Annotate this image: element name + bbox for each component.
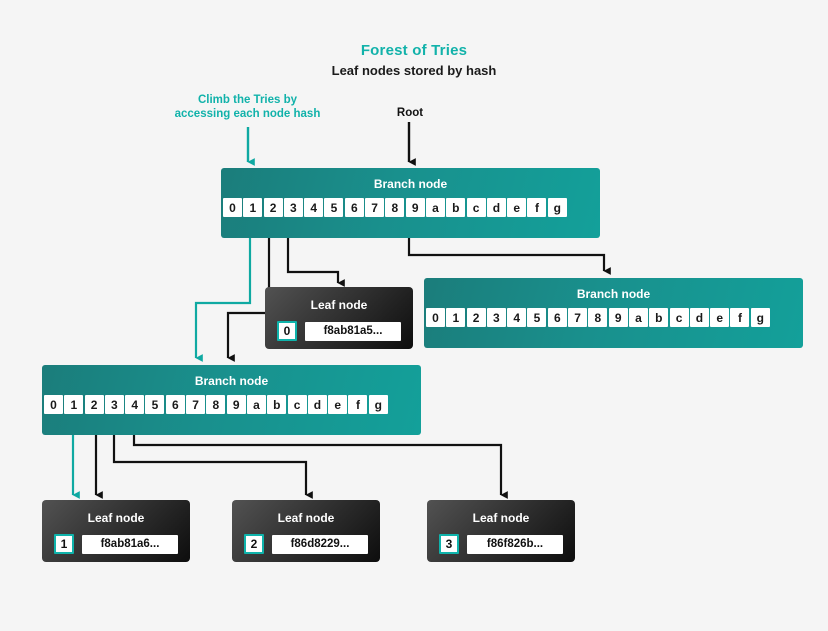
nibble-cell-c[interactable]: c: [466, 198, 486, 217]
nibble-cell-g[interactable]: g: [750, 308, 770, 327]
leaf-node-one-hash[interactable]: f8ab81a6...: [82, 534, 178, 554]
branch-node-left-title: Branch node: [194, 374, 269, 388]
nibble-cell-9[interactable]: 9: [405, 198, 425, 217]
branch-node-right-title: Branch node: [576, 287, 651, 301]
branch-node-left-cells: 0 1 2 3 4 5 6 7 8 9 a b c d e f g: [42, 395, 421, 414]
nibble-cell-8[interactable]: 8: [206, 395, 226, 414]
leaf-node-three[interactable]: Leaf node 3 f86f826b...: [427, 500, 575, 562]
nibble-cell-4[interactable]: 4: [507, 308, 527, 327]
leaf-node-two-row: 2 f86d8229...: [232, 534, 380, 554]
nibble-cell-3[interactable]: 3: [283, 198, 303, 217]
leaf-node-two-hash[interactable]: f86d8229...: [272, 534, 368, 554]
leaf-node-two[interactable]: Leaf node 2 f86d8229...: [232, 500, 380, 562]
nibble-cell-g[interactable]: g: [547, 198, 567, 217]
leaf-node-one-title: Leaf node: [87, 511, 145, 525]
nibble-cell-a[interactable]: a: [425, 198, 445, 217]
nibble-cell-e[interactable]: e: [507, 198, 527, 217]
nibble-cell-2[interactable]: 2: [84, 395, 104, 414]
nibble-cell-e[interactable]: e: [710, 308, 730, 327]
annotation-climb-the-tries: Climb the Tries by accessing each node h…: [150, 93, 345, 121]
leaf-node-one-row: 1 f8ab81a6...: [42, 534, 190, 554]
nibble-cell-1[interactable]: 1: [446, 308, 466, 327]
leaf-node-one[interactable]: Leaf node 1 f8ab81a6...: [42, 500, 190, 562]
nibble-cell-2[interactable]: 2: [263, 198, 283, 217]
leaf-node-top-title: Leaf node: [310, 298, 368, 312]
annotation-root-label: Root: [396, 107, 424, 119]
nibble-cell-0[interactable]: 0: [223, 198, 242, 217]
nibble-cell-d[interactable]: d: [689, 308, 709, 327]
nibble-cell-8[interactable]: 8: [588, 308, 608, 327]
nibble-cell-2[interactable]: 2: [466, 308, 486, 327]
leaf-node-top[interactable]: Leaf node 0 f8ab81a5...: [265, 287, 413, 349]
branch-node-root-title: Branch node: [373, 177, 448, 191]
nibble-cell-g[interactable]: g: [368, 395, 388, 414]
nibble-cell-3[interactable]: 3: [104, 395, 124, 414]
nibble-cell-b[interactable]: b: [267, 395, 287, 414]
nibble-cell-8[interactable]: 8: [385, 198, 405, 217]
nibble-cell-e[interactable]: e: [328, 395, 348, 414]
nibble-cell-9[interactable]: 9: [226, 395, 246, 414]
nibble-cell-d[interactable]: d: [486, 198, 506, 217]
nibble-cell-f[interactable]: f: [348, 395, 368, 414]
nibble-cell-c[interactable]: c: [669, 308, 689, 327]
nibble-cell-c[interactable]: c: [287, 395, 307, 414]
nibble-cell-6[interactable]: 6: [344, 198, 364, 217]
nibble-cell-5[interactable]: 5: [324, 198, 344, 217]
nibble-cell-0[interactable]: 0: [44, 395, 63, 414]
nibble-cell-5[interactable]: 5: [145, 395, 165, 414]
nibble-cell-4[interactable]: 4: [125, 395, 145, 414]
leaf-node-three-title: Leaf node: [472, 511, 530, 525]
nibble-cell-6[interactable]: 6: [547, 308, 567, 327]
nibble-cell-a[interactable]: a: [246, 395, 266, 414]
nibble-cell-1[interactable]: 1: [243, 198, 263, 217]
branch-node-root-cells: 0 1 2 3 4 5 6 7 8 9 a b c d e f g: [221, 198, 600, 217]
leaf-node-three-index[interactable]: 3: [439, 534, 459, 554]
leaf-node-top-index[interactable]: 0: [277, 321, 297, 341]
leaf-node-top-row: 0 f8ab81a5...: [265, 321, 413, 341]
annotation-climb-line2: accessing each node hash: [174, 108, 321, 120]
leaf-node-two-index[interactable]: 2: [244, 534, 264, 554]
leaf-node-three-hash[interactable]: f86f826b...: [467, 534, 563, 554]
nibble-cell-9[interactable]: 9: [608, 308, 628, 327]
nibble-cell-f[interactable]: f: [730, 308, 750, 327]
branch-node-left[interactable]: Branch node 0 1 2 3 4 5 6 7 8 9 a b c d …: [42, 365, 421, 435]
nibble-cell-3[interactable]: 3: [486, 308, 506, 327]
leaf-node-two-title: Leaf node: [277, 511, 335, 525]
nibble-cell-b[interactable]: b: [446, 198, 466, 217]
leaf-node-three-row: 3 f86f826b...: [427, 534, 575, 554]
nibble-cell-7[interactable]: 7: [186, 395, 206, 414]
branch-node-right[interactable]: Branch node 0 1 2 3 4 5 6 7 8 9 a b c d …: [424, 278, 803, 348]
annotation-root: Root: [375, 106, 445, 120]
wire-root0-to-left-branch: [194, 222, 252, 362]
leaf-node-top-hash[interactable]: f8ab81a5...: [305, 321, 401, 341]
branch-node-root[interactable]: Branch node 0 1 2 3 4 5 6 7 8 9 a b c d …: [221, 168, 600, 238]
nibble-cell-f[interactable]: f: [527, 198, 547, 217]
nibble-cell-b[interactable]: b: [649, 308, 669, 327]
nibble-cell-a[interactable]: a: [628, 308, 648, 327]
nibble-cell-4[interactable]: 4: [304, 198, 324, 217]
annotation-climb-line1: Climb the Tries by: [197, 94, 298, 106]
page-subtitle: Leaf nodes stored by hash: [331, 63, 497, 78]
nibble-cell-0[interactable]: 0: [426, 308, 445, 327]
nibble-cell-7[interactable]: 7: [365, 198, 385, 217]
wire-root1-to-left-branch: [226, 222, 271, 362]
nibble-cell-6[interactable]: 6: [165, 395, 185, 414]
leaf-node-one-index[interactable]: 1: [54, 534, 74, 554]
page-title: Forest of Tries: [360, 42, 468, 59]
branch-node-right-cells: 0 1 2 3 4 5 6 7 8 9 a b c d e f g: [424, 308, 803, 327]
nibble-cell-7[interactable]: 7: [568, 308, 588, 327]
nibble-cell-5[interactable]: 5: [527, 308, 547, 327]
nibble-cell-d[interactable]: d: [307, 395, 327, 414]
nibble-cell-1[interactable]: 1: [64, 395, 84, 414]
